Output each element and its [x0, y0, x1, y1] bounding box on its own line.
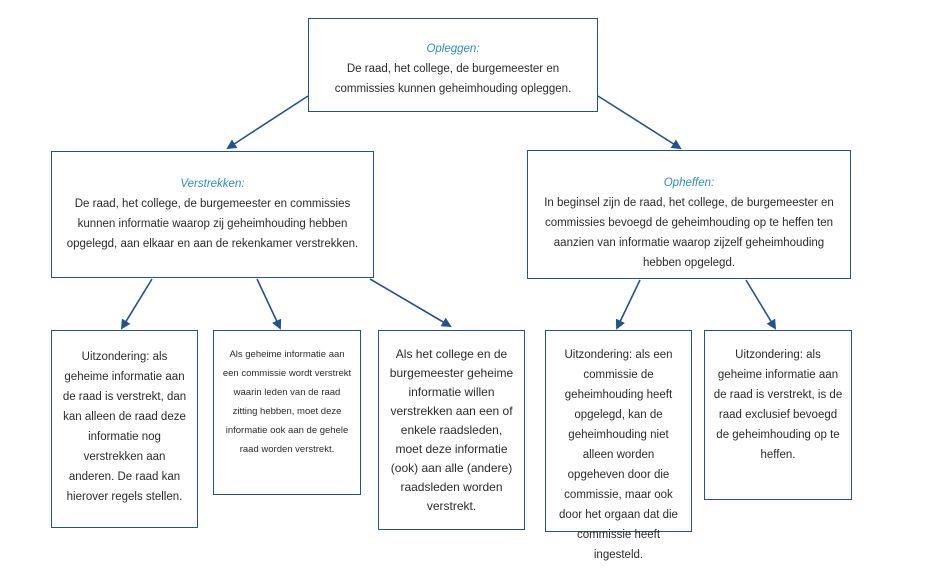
leaf-text-5: Uitzondering: als geheime informatie aan… [713, 349, 843, 461]
leaf-box-5: Uitzondering: als geheime informatie aan… [704, 330, 852, 500]
leaf-box-4: Uitzondering: als een commissie de gehei… [545, 330, 692, 561]
leaf-box-3: Als het college en de burgemeester gehei… [378, 330, 525, 530]
verstrekken-title: Verstrekken: [180, 178, 245, 190]
arrow-opheffen-to-leaf5 [745, 279, 777, 330]
leaf-text-4: Uitzondering: als een commissie de gehei… [559, 349, 678, 561]
leaf-text-2: Als geheime informatie aan een commissie… [222, 349, 352, 455]
leaf-text-1: Uitzondering: als geheime informatie aan… [62, 351, 187, 503]
arrow-verstrekken-to-leaf2 [256, 278, 282, 330]
verstrekken-box: Verstrekken: De raad, het college, de bu… [51, 151, 374, 278]
arrow-verstrekken-to-leaf1 [120, 278, 153, 330]
opleggen-text: De raad, het college, de burgemeester en… [334, 63, 572, 95]
leaf-text-3: Als het college en de burgemeester gehei… [389, 347, 514, 513]
opheffen-text: In beginsel zijn de raad, het college, d… [544, 197, 834, 269]
opleggen-box: Opleggen: De raad, het college, de burge… [308, 18, 598, 112]
arrow-top-to-verstrekken [226, 95, 309, 150]
arrow-verstrekken-to-leaf3 [369, 278, 452, 328]
arrow-top-to-opheffen [597, 95, 682, 150]
leaf-box-1: Uitzondering: als geheime informatie aan… [51, 330, 198, 528]
opheffen-box: Opheffen: In beginsel zijn de raad, het … [527, 150, 851, 279]
verstrekken-text: De raad, het college, de burgemeester en… [66, 198, 359, 250]
arrow-opheffen-to-leaf4 [615, 279, 641, 330]
leaf-box-2: Als geheime informatie aan een commissie… [213, 330, 361, 495]
opheffen-title: Opheffen: [663, 177, 715, 189]
opleggen-title: Opleggen: [426, 43, 480, 55]
